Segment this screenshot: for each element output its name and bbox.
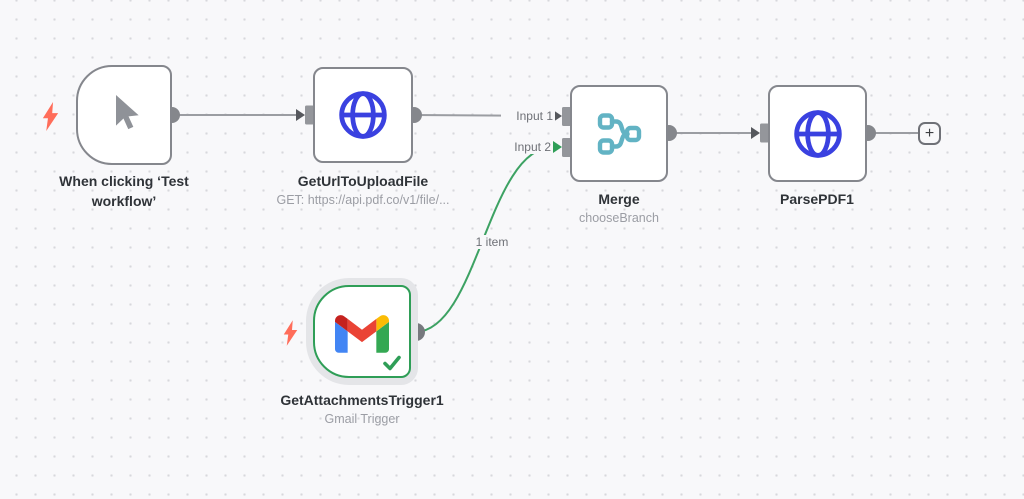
output-connector-dot[interactable]	[407, 323, 425, 341]
lightning-bolt-icon	[283, 320, 298, 346]
input-connector-slot[interactable]	[562, 107, 571, 126]
connection-arrow-icon	[553, 141, 562, 153]
node-subtitle: Gmail Trigger	[324, 412, 400, 426]
globe-icon	[339, 91, 387, 139]
node-title: GetAttachmentsTrigger1	[280, 392, 444, 408]
connection-arrow-icon	[296, 109, 305, 121]
node-label-group: Merge chooseBranch	[539, 189, 699, 227]
connection-label-input-1: Input 1	[501, 109, 555, 123]
node-when-clicking-test-workflow[interactable]	[76, 65, 172, 165]
node-label-group: GetAttachmentsTrigger1 Gmail Trigger	[242, 390, 482, 428]
node-title: GetUrlToUploadFile	[297, 173, 429, 189]
cursor-icon	[116, 95, 139, 130]
add-node-button[interactable]: +	[918, 122, 941, 145]
connection-arrow-icon	[553, 110, 562, 122]
connection-label-input-2: Input 2	[499, 140, 553, 154]
node-title: ParsePDF1	[780, 191, 854, 207]
plus-icon: +	[924, 124, 935, 142]
globe-icon	[793, 109, 842, 158]
node-title: Merge	[598, 191, 640, 207]
node-subtitle: chooseBranch	[579, 211, 659, 225]
node-parse-pdf-1[interactable]	[768, 85, 867, 182]
node-label-group: GetUrlToUploadFile GET: https://api.pdf.…	[253, 171, 473, 209]
connection-arrow-icon	[751, 127, 760, 139]
node-subtitle: GET: https://api.pdf.co/v1/file/...	[276, 193, 450, 207]
node-get-attachments-trigger-1[interactable]	[313, 285, 411, 378]
merge-icon	[597, 112, 642, 155]
node-merge[interactable]	[570, 85, 668, 182]
input-connector-slot[interactable]	[562, 138, 571, 157]
gmail-icon	[335, 314, 389, 353]
node-title: When clicking ‘Test workflow’	[59, 173, 189, 209]
check-icon	[383, 355, 401, 371]
lightning-bolt-icon	[42, 102, 59, 131]
input-connector-slot[interactable]	[305, 105, 314, 125]
connection-label-item-count: 1 item	[464, 235, 520, 249]
node-get-url-to-upload-file[interactable]	[313, 67, 413, 163]
input-connector-slot[interactable]	[760, 123, 769, 143]
